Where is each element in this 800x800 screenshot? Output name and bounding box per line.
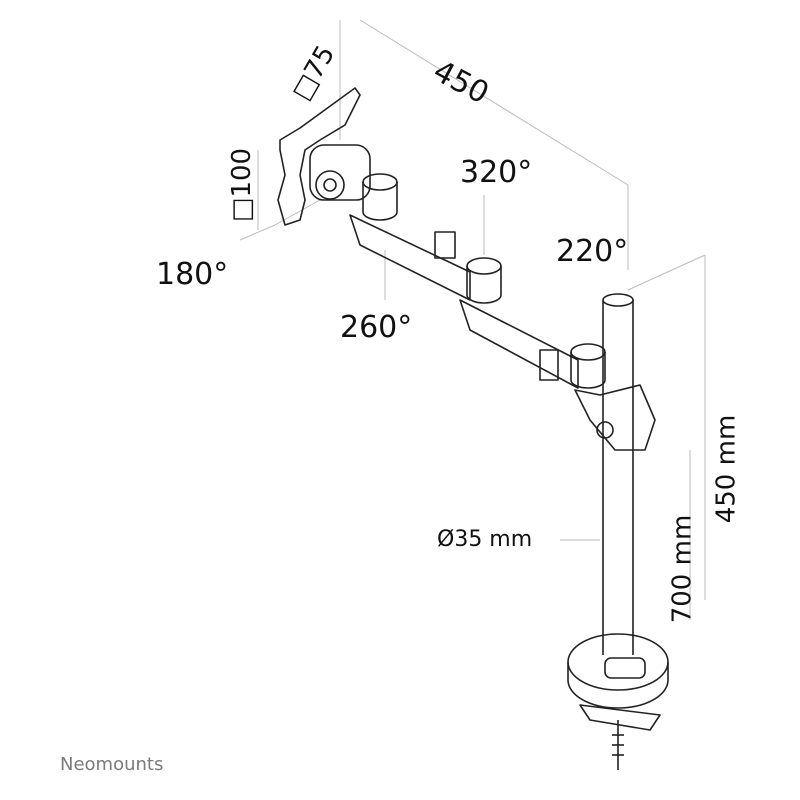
vesa-100-label: □100: [227, 147, 258, 223]
arm-rear: [459, 299, 579, 389]
tilt-head: [309, 144, 371, 201]
dimension-lines: [239, 19, 706, 620]
cable-clip-rear: [539, 349, 559, 381]
knob: [596, 421, 614, 439]
pole-clamp: [574, 384, 656, 451]
max-height-label: 450 mm: [711, 414, 742, 524]
cable-clip-front: [434, 231, 456, 259]
brand-logo: Neomounts: [60, 754, 164, 775]
desk-clamp-base: [567, 633, 669, 770]
pole-height-label: 700 mm: [667, 514, 698, 624]
pole: [602, 293, 634, 655]
rotation-180-label: 180°: [156, 257, 229, 292]
vesa-plate: [277, 87, 361, 226]
rotation-220-label: 220°: [556, 234, 629, 269]
rotation-260-label: 260°: [340, 310, 413, 345]
rotation-320-label: 320°: [460, 155, 533, 190]
pole-diameter-label: Ø35 mm: [437, 527, 533, 552]
arm-front: [349, 214, 471, 301]
joints: [362, 173, 606, 389]
